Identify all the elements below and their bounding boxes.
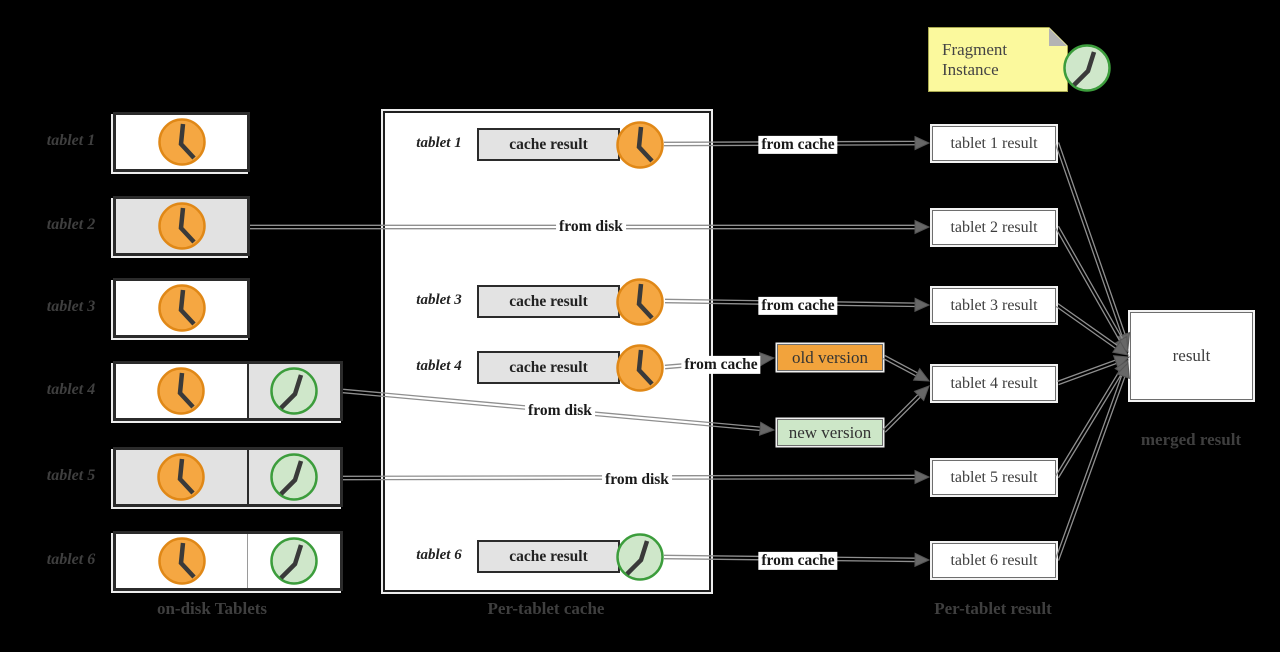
tablet-result-box: tablet 4 result (932, 366, 1056, 401)
sticky-note-label: Fragment Instance (942, 39, 1008, 79)
sticky-note: Fragment Instance (928, 27, 1068, 92)
orange-clock-icon (157, 202, 206, 250)
edge-label: from disk (525, 401, 595, 421)
cache-row-label: tablet 6 (416, 547, 462, 563)
orange-clock-icon (616, 343, 664, 392)
disk-tablet-label: tablet 4 (46, 381, 96, 398)
green-clock-icon (270, 453, 319, 501)
cache-result-box-label: cache result (509, 135, 588, 153)
green-clock-icon (270, 367, 319, 415)
disk-tablet-box (113, 112, 250, 172)
disk-tablet-box (113, 196, 250, 256)
edge-label: from disk (556, 217, 626, 237)
orange-clock-icon (157, 453, 206, 501)
cache-result-box-label: cache result (509, 292, 588, 310)
orange-clock-icon (157, 367, 206, 415)
cache-row-label: tablet 3 (416, 292, 462, 308)
disk-tablet-label: tablet 3 (46, 298, 96, 315)
cache-result-box: cache result (477, 285, 620, 318)
per-tablet-cache-caption: Per-tablet cache (487, 599, 605, 618)
disk-tablet-label: tablet 2 (46, 216, 96, 233)
cache-result-box-label: cache result (509, 547, 588, 565)
disk-tablet-box (113, 447, 343, 507)
cache-result-box: cache result (477, 128, 620, 161)
orange-clock-icon (616, 277, 664, 326)
disk-tablet-label: tablet 6 (46, 551, 96, 568)
disk-tablet-box (113, 361, 343, 421)
disk-tablet-cell (246, 364, 340, 418)
merged-result-caption: merged result (1140, 430, 1242, 449)
edge-label: from disk (602, 470, 672, 490)
tablet-result-box: tablet 3 result (932, 288, 1056, 323)
per-tablet-result-caption: Per-tablet result (934, 599, 1052, 618)
disk-tablet-cell (116, 450, 247, 504)
cache-result-box: cache result (477, 351, 620, 384)
disk-tablet-cell (116, 364, 247, 418)
disk-tablet-box (113, 278, 250, 338)
disk-tablet-label: tablet 5 (46, 467, 96, 484)
orange-clock-icon (616, 120, 664, 169)
tablet-result-box: tablet 2 result (932, 210, 1056, 245)
edge-label: from cache (758, 551, 838, 571)
orange-clock-icon (157, 284, 206, 332)
disk-tablet-cell (116, 281, 247, 335)
merged-result-box-label: result (1172, 346, 1211, 365)
orange-clock-icon (157, 537, 206, 585)
green-clock-icon (1063, 44, 1111, 92)
edge-label: from cache (681, 355, 761, 375)
edge-label: from cache (758, 296, 838, 316)
disk-tablet-cell (116, 534, 248, 588)
disk-tablet-label: tablet 1 (46, 132, 96, 149)
cache-result-box: cache result (477, 540, 620, 573)
merged-result-box: result (1130, 312, 1253, 400)
disk-tablet-cell (116, 199, 247, 253)
cache-row-label: tablet 4 (416, 358, 462, 374)
cache-result-box-label: cache result (509, 358, 588, 376)
on-disk-tablets-caption: on-disk Tablets (156, 599, 268, 618)
disk-tablet-box (113, 531, 343, 591)
tablet-result-box: tablet 5 result (932, 460, 1056, 495)
disk-tablet-cell (246, 450, 340, 504)
disk-tablet-cell (116, 115, 247, 169)
cache-row-label: tablet 1 (416, 135, 462, 151)
green-clock-icon (270, 537, 318, 585)
disk-tablet-cell (247, 534, 340, 588)
tablet-result-box: tablet 6 result (932, 543, 1056, 578)
green-clock-icon (616, 532, 664, 581)
orange-clock-icon (157, 118, 206, 166)
old-version-box: old version (777, 344, 883, 371)
edge-label: from cache (758, 135, 838, 155)
tablet-result-box: tablet 1 result (932, 126, 1056, 161)
new-version-box: new version (777, 419, 883, 446)
